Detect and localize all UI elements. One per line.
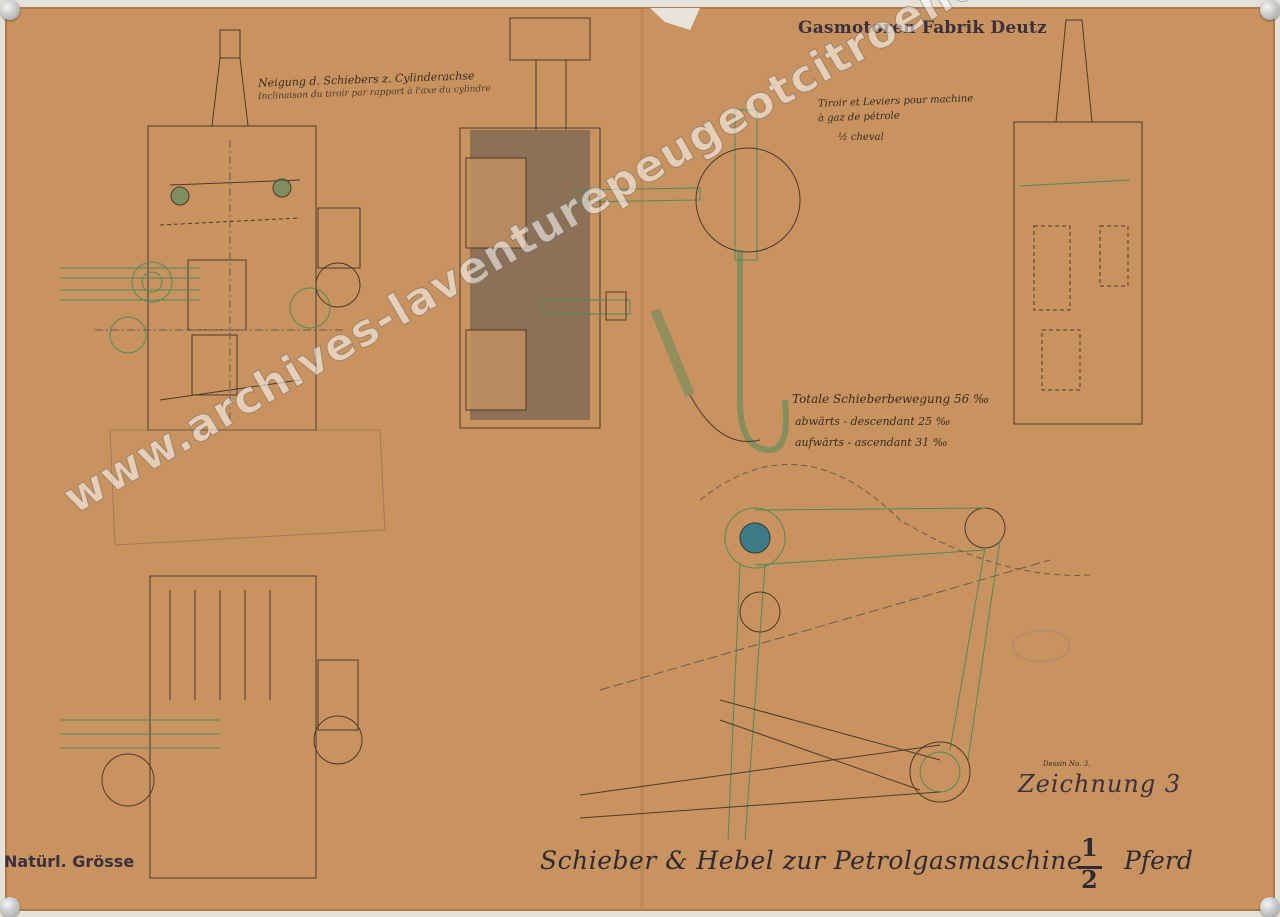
stamp-seal xyxy=(1012,630,1070,662)
note-line: ½ cheval xyxy=(838,132,884,143)
valve-front-view xyxy=(60,29,361,431)
curved-lever xyxy=(650,109,801,454)
main-title: Schieber & Hebel zur Petrolgasmaschine xyxy=(540,846,1083,875)
paper-fold xyxy=(640,8,644,910)
travel-up: aufwärts - ascendant 31 ‰ xyxy=(795,436,948,449)
valve-side-view xyxy=(1013,19,1143,425)
pin-icon xyxy=(0,0,20,20)
fraction-denominator: 2 xyxy=(1081,865,1098,894)
fraction-numerator: 1 xyxy=(1081,833,1098,862)
valve-section-view xyxy=(459,17,701,429)
company-title: Gasmotoren Fabrik Deutz xyxy=(798,18,1047,38)
drawing-number: Zeichnung 3 xyxy=(1018,770,1182,798)
valve-lower-view xyxy=(60,429,386,879)
scale-note: Natürl. Grösse xyxy=(4,852,135,871)
paper-edge xyxy=(5,7,1275,911)
pin-icon xyxy=(1260,0,1280,20)
unit-label: Pferd xyxy=(1124,846,1193,875)
lever-mechanism xyxy=(579,463,1091,841)
pin-icon xyxy=(0,897,20,917)
travel-down: abwärts - descendant 25 ‰ xyxy=(795,415,951,428)
travel-total: Totale Schieberbewegung 56 ‰ xyxy=(792,392,990,406)
pin-icon xyxy=(1260,897,1280,917)
fraction-bar xyxy=(1078,866,1102,869)
drawing-number-small: Dessin No. 3. xyxy=(1043,760,1091,768)
paper-tear xyxy=(650,8,700,30)
